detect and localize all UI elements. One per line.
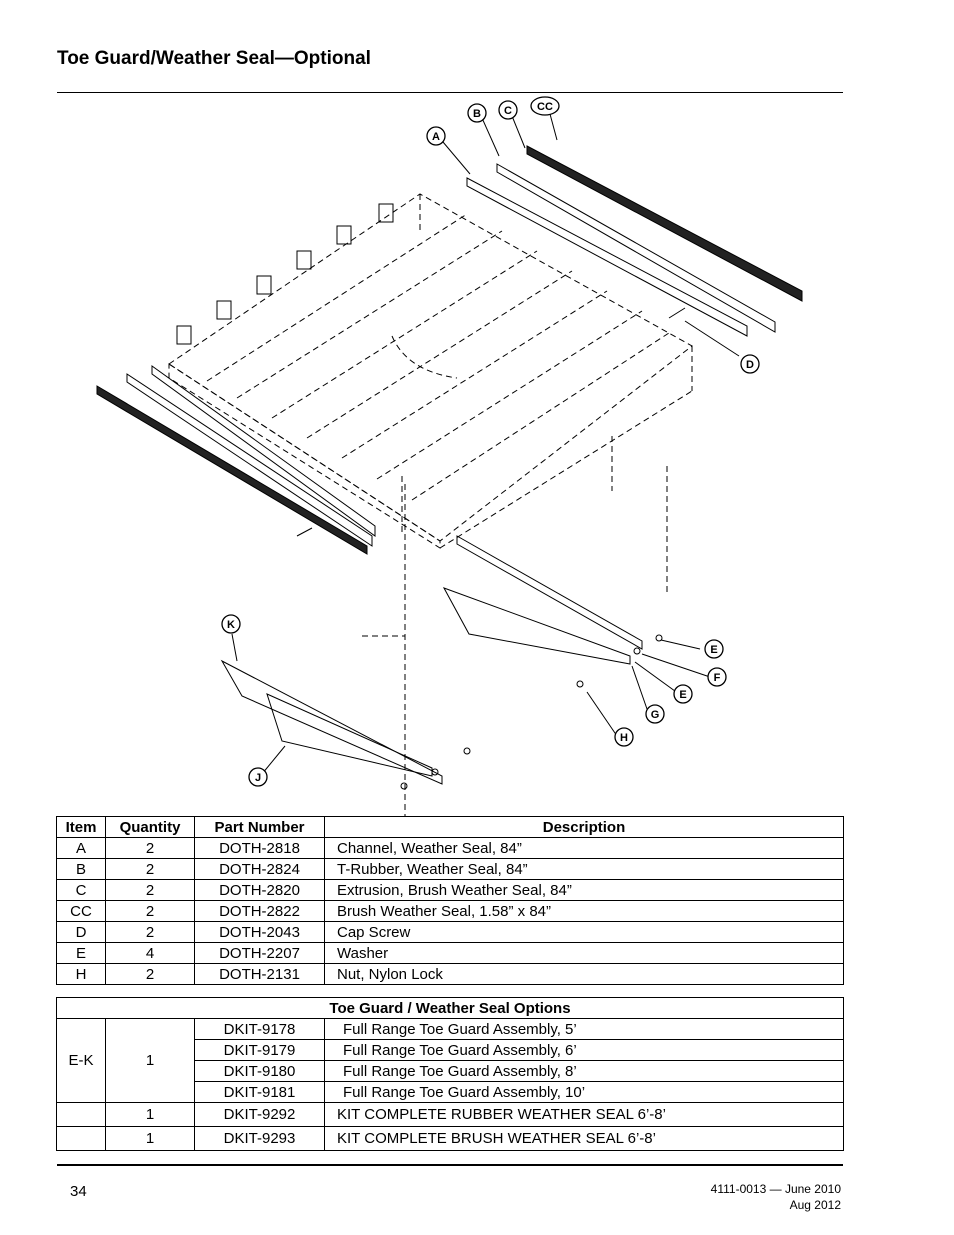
options-table-title: Toe Guard / Weather Seal Options	[56, 997, 844, 1019]
callout-b: B	[467, 103, 487, 123]
doc-id-line: 4111-0013 — June 2010	[710, 1182, 841, 1196]
callout-f: F	[707, 667, 727, 687]
document-id: 4111-0013 — June 2010 Aug 2012	[711, 1181, 841, 1213]
page-number: 34	[70, 1183, 87, 1200]
svg-text:D: D	[746, 359, 754, 371]
svg-text:K: K	[227, 619, 235, 631]
seal-strips-rear	[466, 145, 803, 337]
svg-text:B: B	[473, 108, 481, 120]
svg-text:CC: CC	[537, 101, 553, 113]
exploded-parts-diagram: A B C CC D E F E G H J K	[96, 96, 803, 816]
svg-text:E: E	[710, 644, 717, 656]
revision-line: Aug 2012	[789, 1198, 841, 1212]
callout-a: A	[426, 126, 446, 146]
svg-text:G: G	[651, 709, 660, 721]
svg-text:E: E	[679, 689, 686, 701]
callout-cc: CC	[530, 96, 560, 116]
callout-c: C	[498, 100, 518, 120]
options-table: Toe Guard / Weather Seal Options E-K 1 D…	[56, 997, 844, 1151]
footer-rule	[57, 1164, 843, 1166]
callout-e1: E	[704, 639, 724, 659]
svg-text:C: C	[504, 105, 512, 117]
callout-j: J	[248, 767, 268, 787]
seal-strips-front	[96, 365, 376, 555]
header-rule	[57, 92, 843, 93]
callout-d: D	[740, 354, 760, 374]
col-header-quantity: Quantity	[105, 816, 195, 838]
col-header-part-number: Part Number	[194, 816, 325, 838]
callout-k: K	[221, 614, 241, 634]
leader-lines	[231, 113, 740, 775]
callout-g: G	[645, 704, 665, 724]
svg-text:A: A	[432, 131, 440, 143]
callout-h: H	[614, 727, 634, 747]
col-header-item: Item	[56, 816, 106, 838]
callout-e2: E	[673, 684, 693, 704]
svg-text:F: F	[714, 672, 721, 684]
page-title: Toe Guard/Weather Seal—Optional	[57, 48, 371, 69]
svg-text:H: H	[620, 732, 628, 744]
table-row: E-K 1 DKIT-9178 Full Range Toe Guard Ass…	[56, 1018, 844, 1103]
col-header-description: Description	[324, 816, 844, 838]
toe-guard-panels	[220, 535, 663, 790]
deck-outline	[168, 193, 693, 816]
hinge-lugs	[176, 203, 394, 345]
svg-text:J: J	[255, 772, 261, 784]
